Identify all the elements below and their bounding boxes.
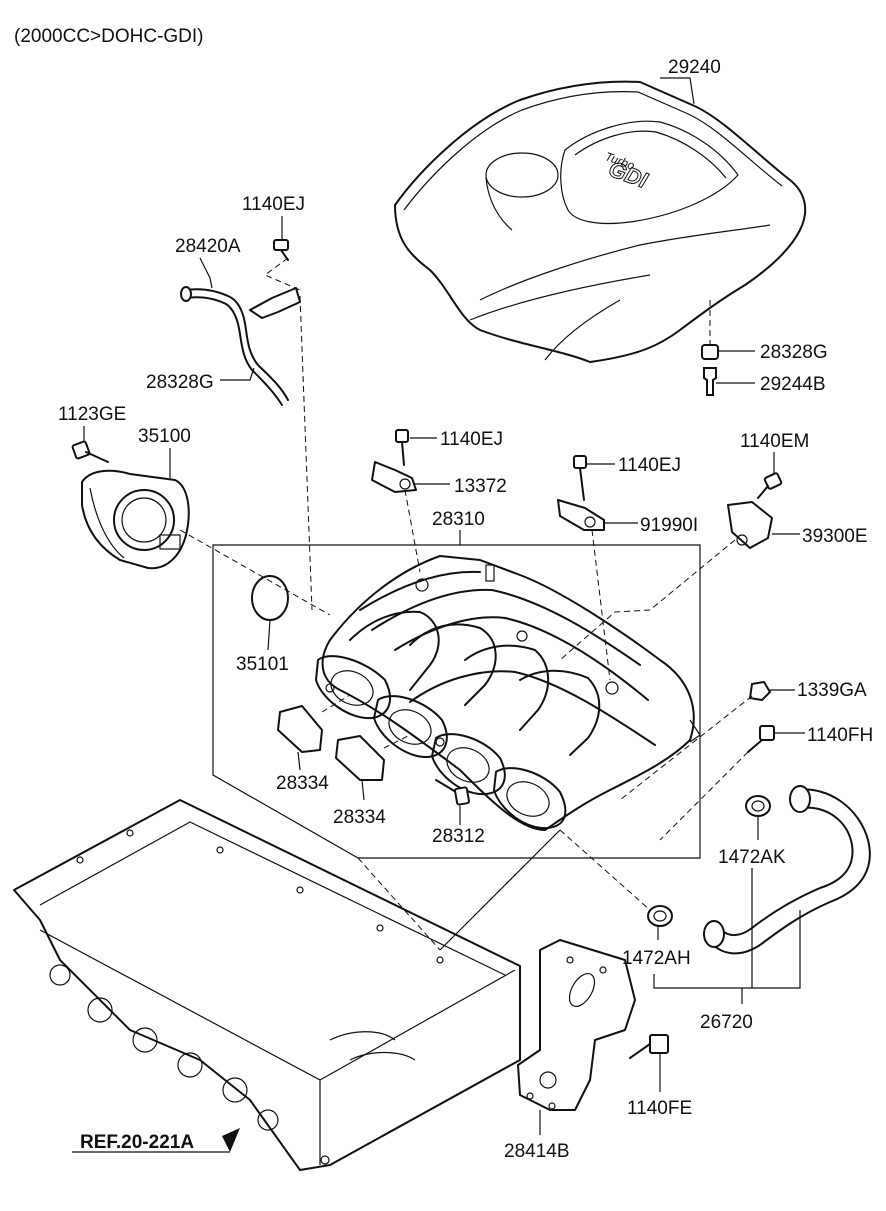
label-28334-left: 28334 <box>276 773 329 794</box>
cover-badge-gdi: GDI <box>605 156 651 193</box>
label-1140fh: 1140FH <box>807 725 873 746</box>
label-1472ak: 1472AK <box>718 847 786 868</box>
pcv-hose-26720 <box>703 785 871 955</box>
clamp-1472ah <box>647 905 673 927</box>
bolt-1140ej-mid <box>395 429 409 466</box>
label-1339ga: 1339GA <box>797 680 867 701</box>
label-91990i: 91990I <box>640 515 698 536</box>
label-1140em: 1140EM <box>740 431 809 452</box>
label-35101: 35101 <box>236 654 289 675</box>
label-28420a: 28420A <box>175 236 241 257</box>
pin-29246 <box>703 367 717 396</box>
label-1472ah: 1472AH <box>622 948 691 969</box>
label-29240: 29240 <box>668 57 721 78</box>
label-39300e: 39300E <box>802 526 868 547</box>
bolt-1140ej-top <box>273 239 289 261</box>
clamp-1472ak <box>745 795 771 817</box>
intake-manifold-28310 <box>315 555 701 831</box>
bracket-28414b <box>517 939 636 1111</box>
gasket-35101 <box>251 575 289 621</box>
grommet-29244b <box>701 344 719 360</box>
stud-28312 <box>435 779 470 806</box>
map-sensor-39300e <box>727 501 773 549</box>
label-13372: 13372 <box>454 476 507 497</box>
engine-spec-header: (2000CC>DOHC-GDI) <box>14 26 204 47</box>
bolt-1123ge <box>71 440 109 463</box>
label-28414b: 28414B <box>504 1141 570 1162</box>
label-1140ej-mid: 1140EJ <box>440 429 503 450</box>
label-28328g: 28328G <box>146 372 214 393</box>
label-28334-right: 28334 <box>333 807 386 828</box>
label-35100: 35100 <box>138 426 191 447</box>
throttle-body-35100 <box>81 469 190 570</box>
engine-cover: Turbo GDI <box>394 80 807 363</box>
cylinder-head <box>13 799 521 1171</box>
gasket-28334-right <box>335 735 385 781</box>
bolt-1140ej-right <box>573 455 587 501</box>
label-1140ej-top: 1140EJ <box>242 194 305 215</box>
gasket-28334-left <box>277 705 323 753</box>
label-28310: 28310 <box>432 509 485 530</box>
bracket-28420a <box>249 287 301 319</box>
label-26720: 26720 <box>700 1012 753 1033</box>
ref-arrow-icon <box>222 1128 240 1152</box>
ref-label: REF.20-221A <box>80 1132 194 1153</box>
label-29244b: 28328G <box>760 342 828 363</box>
nut-1339ga <box>748 680 772 702</box>
bolt-1140fe <box>629 1034 669 1059</box>
label-1123ge: 1123GE <box>58 404 126 425</box>
bolt-1140em <box>757 472 783 499</box>
bracket-13372 <box>371 461 417 493</box>
bolt-1140fh <box>747 725 775 753</box>
bracket-91990i <box>557 499 605 531</box>
label-28312: 28312 <box>432 826 485 847</box>
vacuum-hose-28420a <box>180 286 289 406</box>
label-1140fe: 1140FE <box>627 1098 692 1119</box>
label-1140ej-right: 1140EJ <box>618 455 681 476</box>
label-29246: 29244B <box>760 374 826 395</box>
